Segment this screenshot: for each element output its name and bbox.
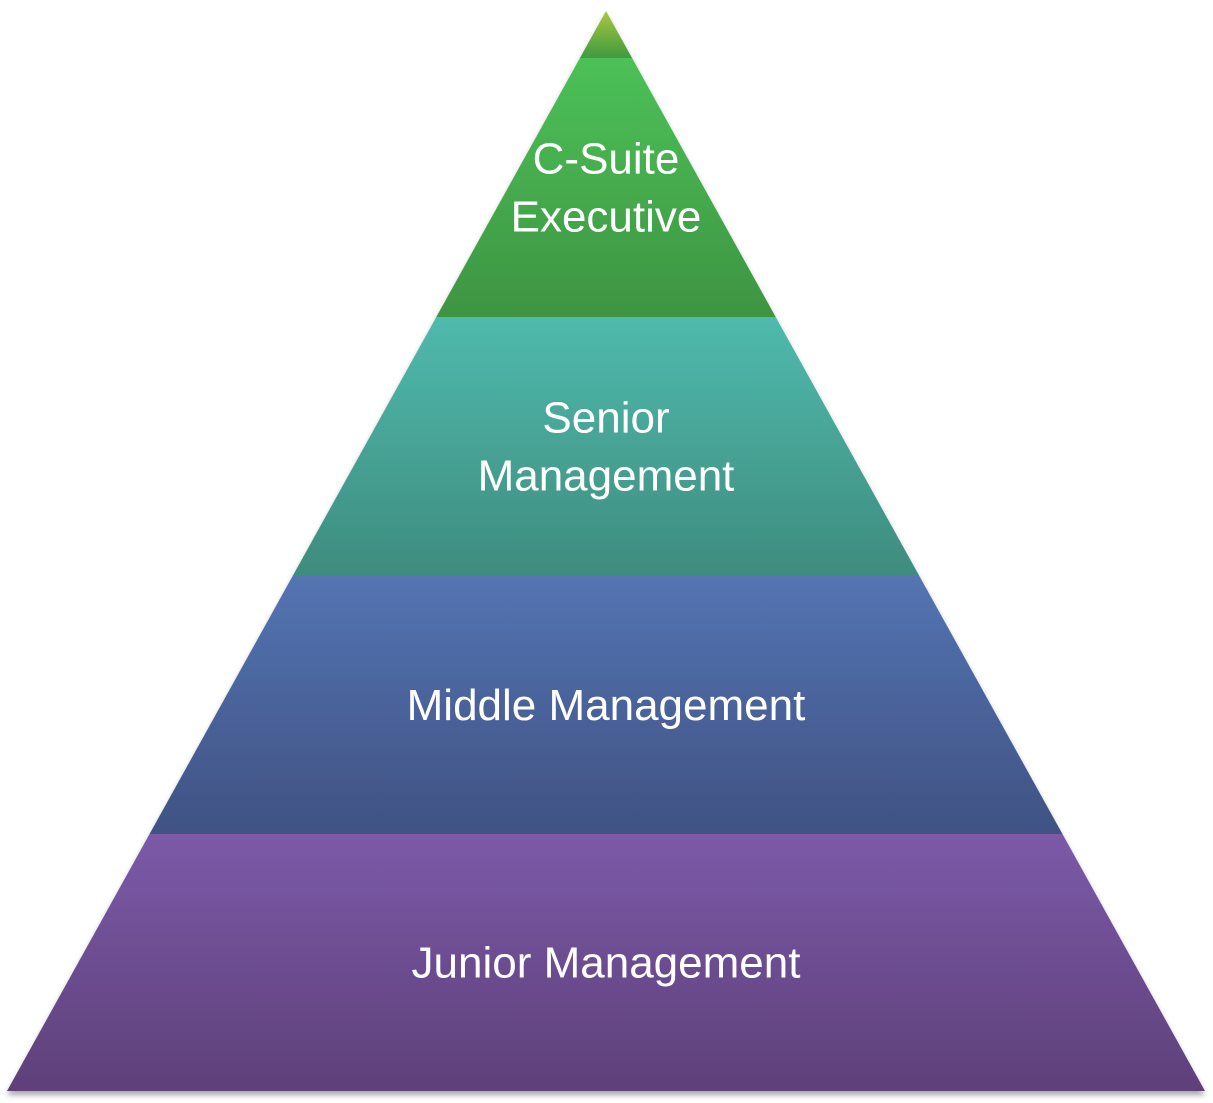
level-c-suite-label: Executive	[511, 193, 702, 242]
level-junior	[7, 834, 1205, 1091]
level-middle	[149, 576, 1063, 834]
level-senior	[292, 317, 920, 576]
level-senior-label: Senior	[542, 394, 669, 443]
level-junior-label: Junior Management	[412, 939, 801, 988]
level-c-suite-label: C-Suite	[533, 135, 680, 184]
level-middle-label: Middle Management	[407, 681, 806, 730]
apex-tip	[579, 11, 633, 58]
level-c-suite	[436, 58, 776, 317]
level-senior-label: Management	[478, 452, 735, 501]
